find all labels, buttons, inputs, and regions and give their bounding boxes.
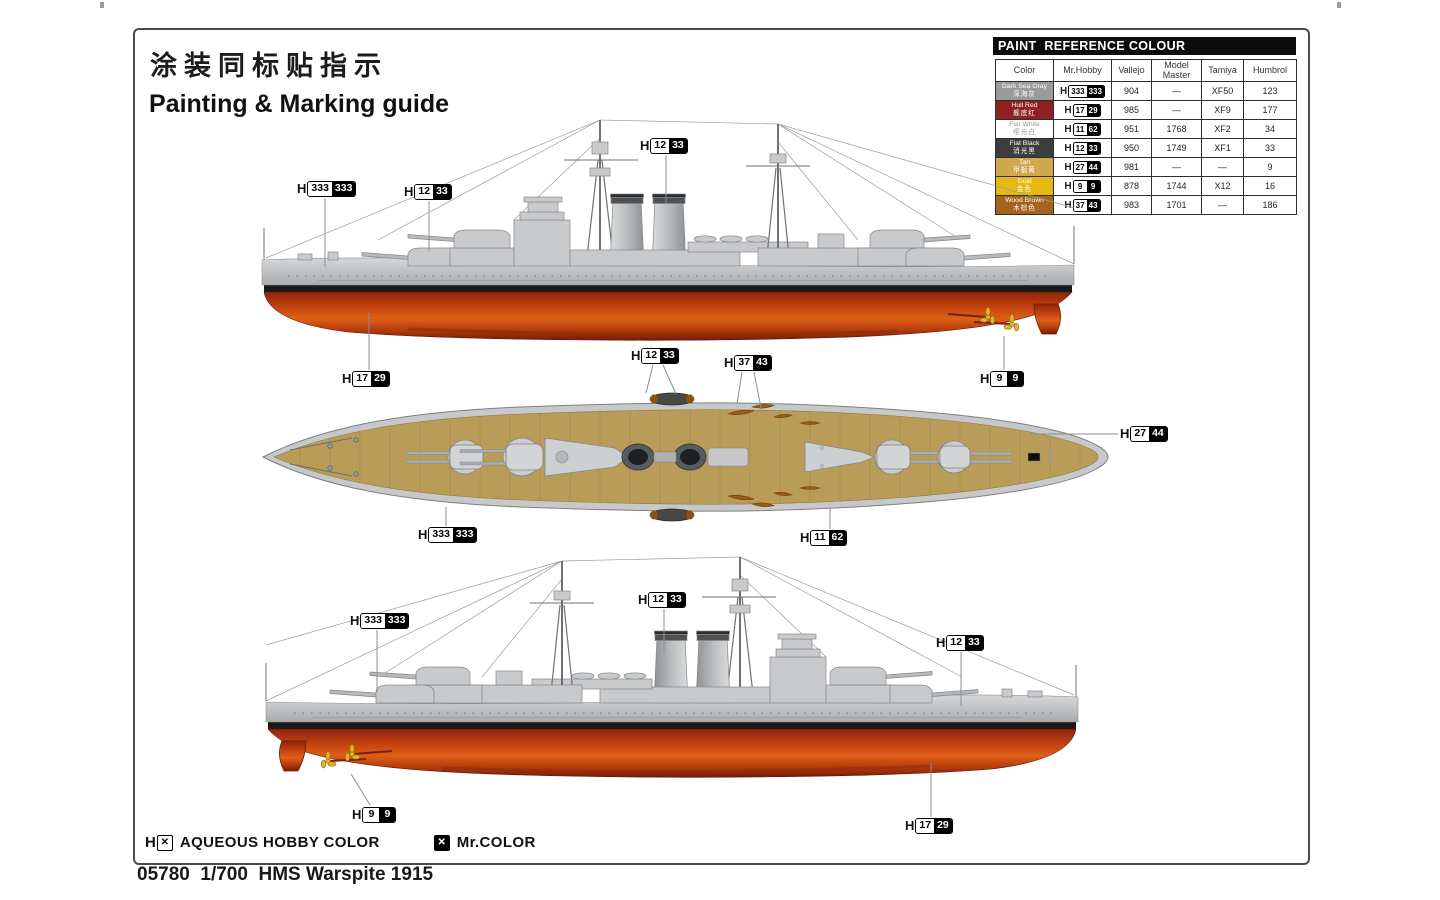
tamiya-cell: — xyxy=(1201,195,1244,215)
model-master-cell: 1768 xyxy=(1151,119,1202,139)
vallejo-cell: 983 xyxy=(1111,195,1152,215)
paint-table-column-header: Model Master xyxy=(1151,59,1202,82)
tamiya-cell: X12 xyxy=(1201,176,1244,196)
paint-table-title: PAINT REFERENCE COLOUR xyxy=(993,37,1296,55)
aqueous-label: AQUEOUS HOBBY COLOR xyxy=(179,834,380,851)
paint-table-column-header: Vallejo xyxy=(1111,59,1152,82)
vallejo-cell: 950 xyxy=(1111,138,1152,158)
vallejo-cell: 985 xyxy=(1111,100,1152,120)
humbrol-cell: 186 xyxy=(1243,195,1297,215)
crop-mark-right xyxy=(1337,2,1341,8)
vallejo-cell: 981 xyxy=(1111,157,1152,177)
ship-side-profile-bottom xyxy=(262,545,1082,785)
tamiya-cell: XF50 xyxy=(1201,81,1244,101)
title-chinese: 涂装同标贴指示 xyxy=(150,51,388,81)
vallejo-cell: 878 xyxy=(1111,176,1152,196)
paint-table-column-header: Color xyxy=(995,59,1054,82)
vallejo-cell: 951 xyxy=(1111,119,1152,139)
model-master-cell: — xyxy=(1151,157,1202,177)
kit-number-and-name: 05780 1/700 HMS Warspite 1915 xyxy=(137,864,434,885)
paint-table-column-header: Tamiya xyxy=(1201,59,1244,82)
aqueous-x-box: ✕ xyxy=(156,834,173,851)
humbrol-cell: 16 xyxy=(1243,176,1297,196)
vallejo-cell: 904 xyxy=(1111,81,1152,101)
humbrol-cell: 33 xyxy=(1243,138,1297,158)
paint-table-column-header: Humbrol xyxy=(1243,59,1297,82)
ship-deck-plan xyxy=(260,390,1110,525)
model-master-cell: — xyxy=(1151,81,1202,101)
model-master-cell: 1744 xyxy=(1151,176,1202,196)
model-master-cell: 1701 xyxy=(1151,195,1202,215)
tamiya-cell: — xyxy=(1201,157,1244,177)
color-system-legend: H ✕ AQUEOUS HOBBY COLOR ✕ Mr.COLOR xyxy=(145,834,536,851)
model-master-cell: — xyxy=(1151,100,1202,120)
humbrol-cell: 177 xyxy=(1243,100,1297,120)
tamiya-cell: XF1 xyxy=(1201,138,1244,158)
aqueous-prefix: H xyxy=(145,834,156,851)
humbrol-cell: 9 xyxy=(1243,157,1297,177)
model-master-cell: 1749 xyxy=(1151,138,1202,158)
page-title: Painting & Marking guide xyxy=(149,90,450,118)
mr-color-x-box: ✕ xyxy=(433,834,450,851)
crop-mark-left xyxy=(100,2,104,8)
tamiya-cell: XF2 xyxy=(1201,119,1244,139)
tamiya-cell: XF9 xyxy=(1201,100,1244,120)
humbrol-cell: 123 xyxy=(1243,81,1297,101)
paint-table-column-header: Mr.Hobby xyxy=(1053,59,1112,82)
mr-color-label: Mr.COLOR xyxy=(456,834,536,851)
humbrol-cell: 34 xyxy=(1243,119,1297,139)
